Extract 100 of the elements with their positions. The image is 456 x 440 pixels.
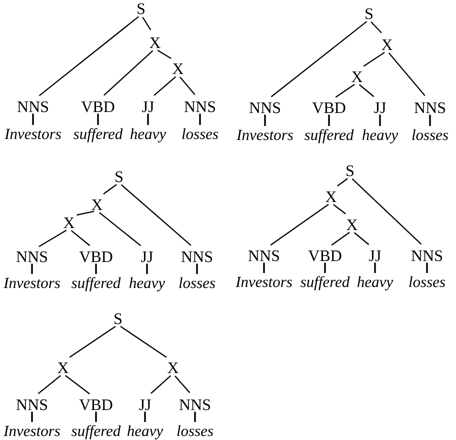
tree-branch (199, 114, 201, 125)
tree-branch (38, 230, 67, 248)
word-label: losses (182, 128, 218, 140)
category-label: S (138, 3, 144, 14)
tree-branch (194, 412, 196, 422)
category-label: X (326, 192, 336, 202)
tree-branch (174, 376, 190, 394)
category-label: X (168, 362, 178, 373)
tree-branch (179, 76, 196, 95)
tree-branch (70, 230, 90, 246)
tree-branch (331, 232, 350, 246)
tree-branch (38, 16, 140, 96)
word-label: Investors (4, 426, 60, 436)
word-label: suffered (300, 276, 350, 290)
tree-branch (374, 262, 376, 273)
tree-branch (379, 114, 381, 126)
word-label: heavy (130, 277, 166, 292)
tree-branch (146, 264, 148, 274)
tree-branch (150, 375, 172, 394)
category-label: NNS (248, 250, 279, 262)
tree-branch (104, 50, 154, 96)
tree-branch (270, 204, 329, 246)
category-label: NNS (184, 101, 215, 112)
tree-branch (120, 184, 192, 246)
tree-branch (32, 114, 34, 125)
tree-branch (31, 264, 33, 274)
category-label: X (382, 40, 392, 50)
category-label: NNS (17, 101, 48, 112)
word-label: Investors (4, 128, 61, 140)
word-label: losses (179, 277, 216, 288)
tree-branch (76, 210, 94, 216)
word-label: heavy (362, 129, 398, 144)
tree-branch (97, 114, 99, 125)
word-label: Investors (4, 278, 60, 288)
tree-branch (324, 262, 326, 273)
word-label: Investors (236, 276, 292, 288)
tree-branch (154, 76, 176, 96)
tree-branch (354, 232, 370, 246)
category-label: X (346, 220, 358, 230)
tree-branch (196, 264, 198, 274)
word-label: losses (409, 276, 446, 288)
category-label: JJ (142, 102, 154, 112)
tree-branch (335, 84, 355, 98)
tree-branch (69, 326, 116, 358)
tree-branch (429, 114, 431, 126)
category-label: NNS (181, 251, 212, 262)
tree-branch (31, 412, 33, 422)
word-label: suffered (74, 128, 123, 142)
category-label: X (172, 64, 184, 74)
tree-branch (95, 264, 97, 274)
category-label: VBD (79, 252, 112, 262)
category-label: VBD (79, 400, 112, 410)
category-label: NNS (249, 102, 280, 114)
category-label: NNS (414, 102, 445, 114)
tree-branch (333, 204, 346, 214)
tree-branch (65, 375, 90, 394)
word-label: suffered (304, 129, 354, 144)
tree-branch (264, 114, 266, 126)
tree-branch (363, 52, 385, 67)
tree-branch (144, 412, 146, 422)
tree-branch (98, 212, 142, 246)
tree-branch (270, 21, 368, 98)
category-label: X (58, 362, 68, 373)
word-label: losses (177, 425, 214, 436)
tree-branch (157, 50, 172, 60)
word-label: suffered (72, 277, 121, 292)
word-label: heavy (128, 425, 164, 440)
tree-branch (142, 16, 152, 30)
tree-branch (147, 114, 149, 125)
category-label: X (150, 38, 160, 48)
category-label: JJ (141, 252, 153, 262)
tree-branch (38, 375, 62, 394)
category-label: NNS (16, 251, 47, 262)
category-label: X (64, 218, 74, 228)
word-label: heavy (358, 276, 394, 290)
category-label: S (114, 313, 122, 324)
category-label: S (346, 165, 354, 176)
category-label: VBD (81, 102, 114, 112)
tree-branch (426, 262, 428, 273)
category-label: JJ (374, 102, 386, 114)
word-label: losses (412, 129, 448, 140)
word-label: Investors (236, 130, 293, 140)
tree-branch (337, 178, 348, 186)
category-label: VBD (308, 250, 342, 262)
category-label: JJ (139, 400, 151, 410)
category-label: NNS (179, 399, 210, 410)
category-label: X (92, 200, 102, 210)
category-label: S (366, 8, 372, 20)
category-label: VBD (312, 102, 346, 114)
category-label: NNS (16, 399, 47, 410)
tree-branch (388, 52, 426, 96)
tree-branch (263, 262, 265, 273)
category-label: JJ (369, 250, 381, 262)
tree-branch (352, 178, 422, 245)
tree-branch (358, 84, 374, 98)
tree-branch (95, 412, 97, 422)
word-label: heavy (130, 128, 166, 142)
tree-branch (120, 326, 167, 358)
category-label: S (116, 171, 122, 182)
tree-branch (103, 184, 117, 194)
